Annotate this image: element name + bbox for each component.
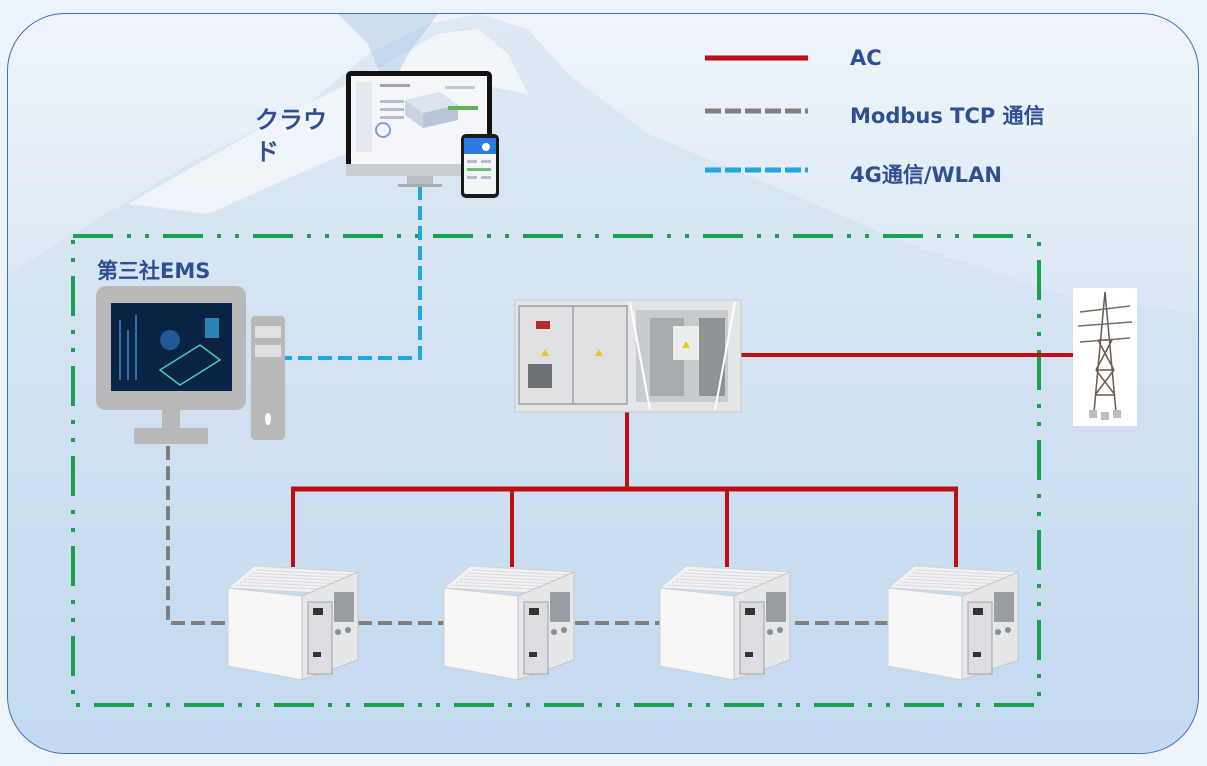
ems-computer-icon	[96, 286, 285, 444]
legend-label-modbus: Modbus TCP 通信	[850, 104, 1045, 128]
grid-tower-icon	[1073, 288, 1137, 426]
battery-4-icon	[886, 565, 1020, 681]
ems-boundary	[71, 234, 1041, 707]
cloud-phone-icon	[461, 134, 499, 198]
cloud-label: クラウド	[255, 106, 327, 166]
legend-label-ac: AC	[850, 46, 882, 70]
cloud-monitor-icon	[346, 71, 492, 187]
battery-2-icon	[442, 565, 576, 681]
modbus-line-ems-battery-1	[166, 446, 232, 625]
wlan-line-cloud-ems	[282, 186, 422, 360]
battery-1-icon	[226, 565, 360, 681]
pcs-transformer-icon	[514, 299, 742, 413]
legend-label-wlan: 4G通信/WLAN	[850, 163, 1002, 187]
battery-3-icon	[658, 565, 792, 681]
ems-label: 第三社EMS	[97, 259, 211, 283]
